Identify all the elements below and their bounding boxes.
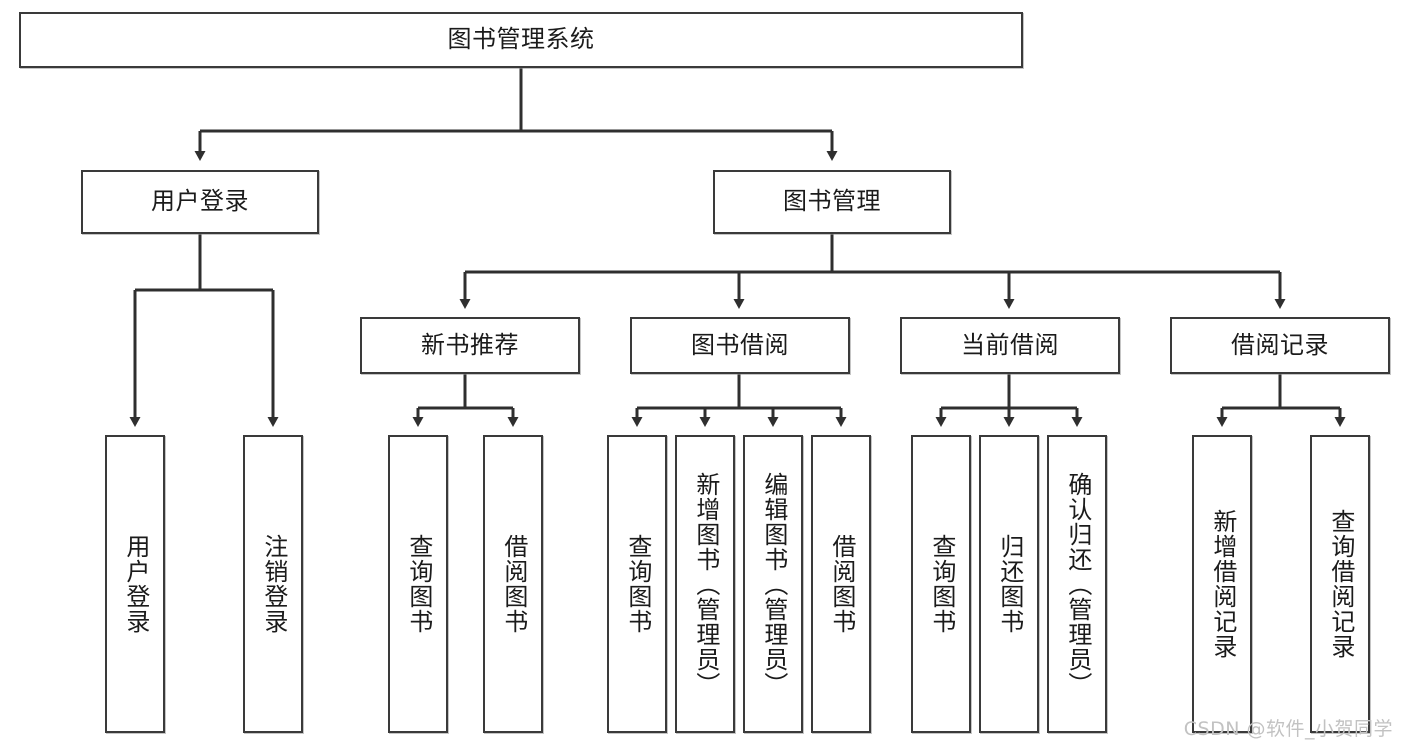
node-leaf-query-record-label: 查询借阅记录 [1326, 509, 1355, 659]
node-leaf-borrow-book-2[interactable]: 借阅图书 [811, 435, 871, 733]
node-leaf-confirm-return-label: 确认归还（管理员） [1063, 471, 1092, 697]
node-user-login-label: 用户登录 [151, 187, 249, 216]
node-leaf-add-record[interactable]: 新增借阅记录 [1192, 435, 1252, 733]
node-borrow-record[interactable]: 借阅记录 [1170, 317, 1390, 374]
node-leaf-borrow-book-1[interactable]: 借阅图书 [483, 435, 543, 733]
node-leaf-edit-book-label: 编辑图书（管理员） [759, 471, 788, 697]
node-new-book-recommend-label: 新书推荐 [421, 330, 519, 359]
node-new-book-recommend[interactable]: 新书推荐 [360, 317, 580, 374]
node-root-label: 图书管理系统 [447, 25, 595, 54]
node-leaf-query-book-2[interactable]: 查询图书 [607, 435, 667, 733]
node-leaf-borrow-book-1-label: 借阅图书 [499, 534, 528, 634]
node-leaf-query-book-1[interactable]: 查询图书 [388, 435, 448, 733]
node-leaf-query-book-2-label: 查询图书 [623, 534, 652, 634]
node-root[interactable]: 图书管理系统 [19, 12, 1023, 68]
node-leaf-query-book-3[interactable]: 查询图书 [911, 435, 971, 733]
node-leaf-return-book-label: 归还图书 [995, 534, 1024, 634]
node-book-borrow-label: 图书借阅 [691, 330, 789, 359]
node-leaf-add-book[interactable]: 新增图书（管理员） [675, 435, 735, 733]
node-leaf-user-login[interactable]: 用户登录 [105, 435, 165, 733]
node-book-manage[interactable]: 图书管理 [713, 170, 951, 234]
node-leaf-confirm-return[interactable]: 确认归还（管理员） [1047, 435, 1107, 733]
node-leaf-query-book-1-label: 查询图书 [404, 534, 433, 634]
watermark: CSDN @软件_小贺同学 [1183, 718, 1393, 740]
node-leaf-edit-book[interactable]: 编辑图书（管理员） [743, 435, 803, 733]
node-current-borrow[interactable]: 当前借阅 [900, 317, 1120, 374]
node-leaf-query-record[interactable]: 查询借阅记录 [1310, 435, 1370, 733]
node-leaf-add-record-label: 新增借阅记录 [1208, 509, 1237, 659]
node-leaf-logout[interactable]: 注销登录 [243, 435, 303, 733]
node-user-login[interactable]: 用户登录 [81, 170, 319, 234]
node-leaf-add-book-label: 新增图书（管理员） [691, 471, 720, 697]
node-book-borrow[interactable]: 图书借阅 [630, 317, 850, 374]
node-leaf-return-book[interactable]: 归还图书 [979, 435, 1039, 733]
node-book-manage-label: 图书管理 [783, 187, 881, 216]
node-current-borrow-label: 当前借阅 [961, 330, 1059, 359]
node-borrow-record-label: 借阅记录 [1231, 330, 1329, 359]
node-leaf-borrow-book-2-label: 借阅图书 [827, 534, 856, 634]
node-leaf-user-login-label: 用户登录 [121, 534, 150, 634]
node-leaf-query-book-3-label: 查询图书 [927, 534, 956, 634]
node-leaf-logout-label: 注销登录 [259, 534, 288, 634]
